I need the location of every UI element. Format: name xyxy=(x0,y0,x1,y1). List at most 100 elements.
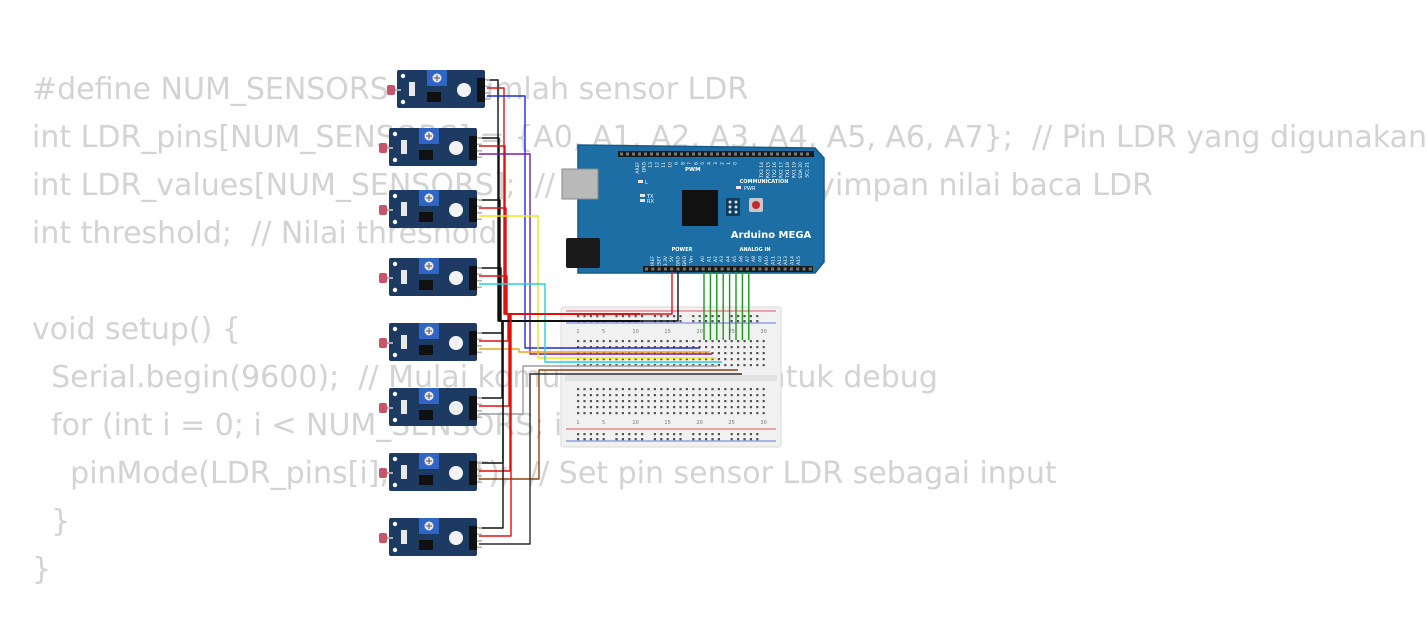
breadboard-hole xyxy=(609,352,612,355)
breadboard-hole xyxy=(653,394,656,397)
breadboard-hole xyxy=(673,364,676,367)
breadboard-hole xyxy=(743,438,746,441)
header-pin xyxy=(783,267,787,271)
breadboard-hole xyxy=(737,346,740,349)
header-pin xyxy=(808,267,812,271)
breadboard-hole xyxy=(711,315,714,318)
header-pin xyxy=(701,267,705,271)
header-pin xyxy=(663,267,667,271)
ldr-sensor-module xyxy=(379,190,482,228)
pwm-pin-label: 5 xyxy=(700,162,706,165)
breadboard-hole xyxy=(762,346,765,349)
breadboard-hole xyxy=(679,406,682,409)
pin xyxy=(477,416,482,419)
sensor-pcb xyxy=(389,323,477,361)
breadboard-hole xyxy=(615,388,618,391)
breadboard-hole xyxy=(730,358,733,361)
analog-pin-label: A4 xyxy=(726,256,732,262)
breadboard-hole xyxy=(583,340,586,343)
analog-pin-label: A12 xyxy=(777,256,783,265)
code-line: } xyxy=(32,552,52,587)
breadboard-hole xyxy=(596,358,599,361)
breadboard-hole xyxy=(756,364,759,367)
ldr-leads xyxy=(387,472,393,474)
breadboard-hole xyxy=(705,433,708,436)
breadboard-hole xyxy=(705,406,708,409)
gnd-wire xyxy=(479,320,640,529)
breadboard-hole xyxy=(711,358,714,361)
mount-hole xyxy=(392,547,398,553)
breadboard-hole xyxy=(698,320,701,323)
pwm-pin-label: 2 xyxy=(720,162,726,165)
led-rx-label: RX xyxy=(647,199,654,205)
breadboard-hole xyxy=(673,340,676,343)
mount-hole xyxy=(392,456,398,462)
header-pin xyxy=(739,267,743,271)
breadboard-hole xyxy=(641,364,644,367)
resistor xyxy=(401,270,407,284)
led-l-label: L xyxy=(645,180,648,186)
breadboard-hole xyxy=(724,400,727,403)
breadboard-hole xyxy=(724,340,727,343)
breadboard-hole xyxy=(634,412,637,415)
breadboard-hole xyxy=(717,320,720,323)
indicator-led xyxy=(457,83,471,97)
breadboard-hole xyxy=(621,388,624,391)
communication-label: COMMUNICATION xyxy=(740,179,789,185)
breadboard-hole xyxy=(756,340,759,343)
breadboard-hole xyxy=(692,394,695,397)
pin xyxy=(477,286,482,289)
header-pin xyxy=(726,267,730,271)
breadboard-hole xyxy=(589,406,592,409)
pin xyxy=(477,462,482,464)
header-pin xyxy=(733,267,737,271)
header-pin xyxy=(802,267,806,271)
breadboard-hole xyxy=(673,358,676,361)
comparator-chip xyxy=(419,540,433,550)
breadboard-hole xyxy=(679,394,682,397)
pwm-pin-label: 0 xyxy=(733,162,739,165)
breadboard-hole xyxy=(717,400,720,403)
breadboard-hole xyxy=(730,352,733,355)
header-pin xyxy=(692,152,695,156)
pin xyxy=(477,205,482,208)
breadboard-hole xyxy=(602,406,605,409)
breadboard-hole xyxy=(634,433,637,436)
breadboard-hole xyxy=(743,433,746,436)
breadboard-column-number: 15 xyxy=(664,329,670,335)
breadboard-hole xyxy=(737,315,740,318)
sensor-pcb xyxy=(389,453,477,491)
analog-pin-label: A6 xyxy=(738,256,744,262)
ldr-sensor-module xyxy=(387,70,490,108)
breadboard-hole xyxy=(583,352,586,355)
breadboard-hole xyxy=(717,394,720,397)
ldr-photoresistor xyxy=(379,403,387,413)
pwm-pin-label: 9 xyxy=(674,162,680,165)
header-pin xyxy=(764,152,767,156)
comm-pin-label: RX3 15 xyxy=(766,162,772,178)
breadboard-hole xyxy=(749,364,752,367)
breadboard-hole xyxy=(615,433,618,436)
potentiometer-knob-slot xyxy=(426,133,432,139)
breadboard-hole xyxy=(615,352,618,355)
breadboard-hole xyxy=(615,412,618,415)
ldr-photoresistor xyxy=(379,468,387,478)
ldr-leads xyxy=(387,407,393,409)
pwm-label: PWM xyxy=(685,167,701,173)
pin xyxy=(477,410,482,412)
breadboard-hole xyxy=(698,364,701,367)
header-pin xyxy=(716,152,719,156)
header-pin xyxy=(620,152,623,156)
header-pin xyxy=(745,267,749,271)
breadboard-hole xyxy=(711,388,714,391)
breadboard-column-number: 25 xyxy=(728,420,734,426)
breadboard-hole xyxy=(711,433,714,436)
breadboard-hole xyxy=(602,433,605,436)
vcc-wire xyxy=(640,272,673,315)
breadboard-hole xyxy=(756,394,759,397)
breadboard-hole xyxy=(743,315,746,318)
comparator-chip xyxy=(419,475,433,485)
breadboard-hole xyxy=(749,352,752,355)
mount-hole xyxy=(392,193,398,199)
